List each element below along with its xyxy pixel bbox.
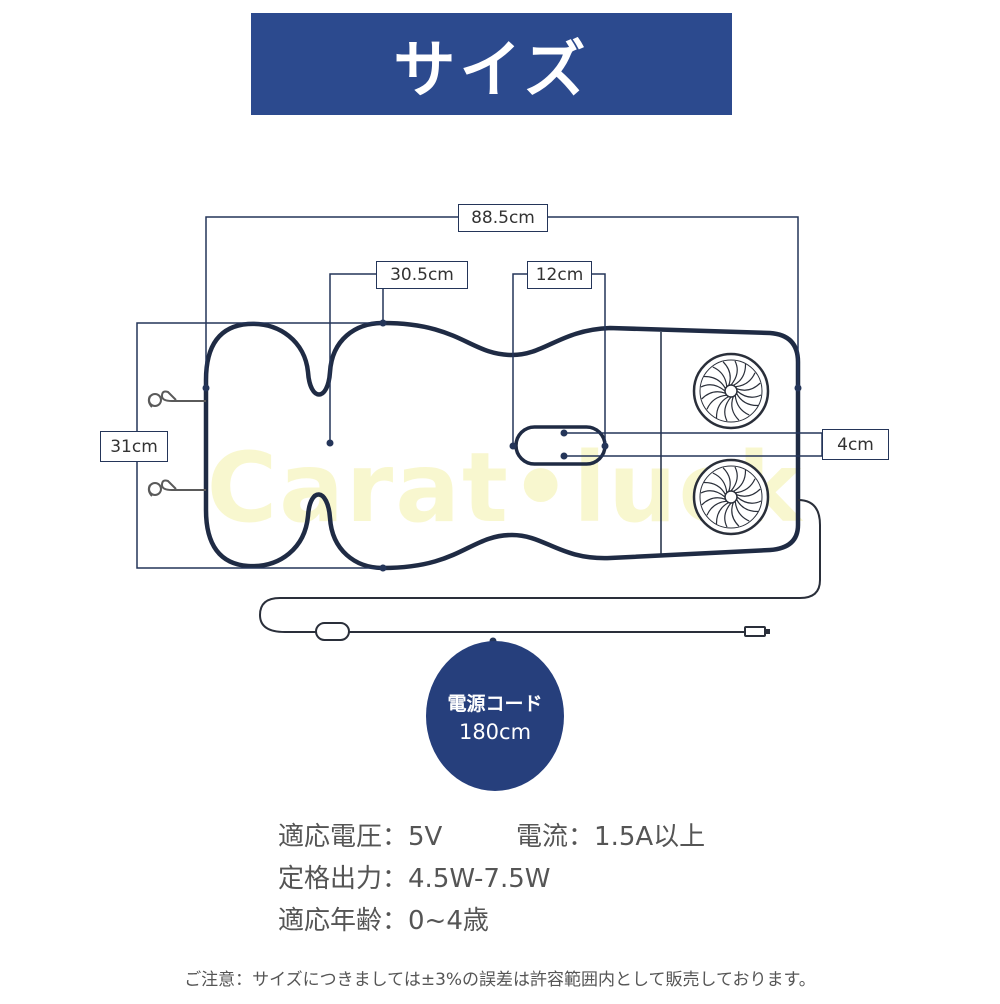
page-title: サイズ [393, 33, 590, 106]
strap-hook-top [147, 390, 206, 408]
title-banner: サイズ [251, 13, 732, 115]
spec-row-power: 定格出力：4.5W-7.5W [278, 858, 551, 894]
dim-line-width [136, 322, 383, 569]
power-cord-badge: 電源コード 180cm [426, 641, 564, 791]
spec-current-label: 電流： [516, 822, 595, 852]
spec-row-age: 適応年齢：0~4歳 [278, 900, 489, 936]
dim-label-back-width: 30.5cm [376, 261, 468, 289]
fan-icon-bottom [692, 458, 770, 536]
cord-length: 180cm [458, 719, 532, 744]
dim-label-total-length: 88.5cm [458, 204, 548, 232]
seat-outline [203, 320, 801, 571]
dim-label-width: 31cm [100, 431, 168, 462]
spec-voltage-label: 適応電圧： [278, 822, 409, 852]
spec-age-value: 0~4歳 [408, 906, 489, 936]
spec-power-value: 4.5W-7.5W [408, 864, 551, 894]
fan-icon-top [692, 352, 770, 430]
power-cord [258, 499, 821, 633]
dim-label-hole-height: 4cm [822, 429, 889, 460]
dim-line-hole-width [512, 273, 606, 446]
cord-label: 電源コード [447, 692, 543, 715]
spec-voltage-value: 5V [408, 822, 443, 852]
strap-hook-bottom [147, 479, 206, 497]
cord-switch [315, 622, 350, 641]
usb-plug [744, 626, 766, 637]
spec-row-voltage-current: 適応電圧：5V 電流：1.5A以上 [278, 816, 706, 852]
spec-power-label: 定格出力： [278, 864, 409, 894]
dim-line-back-width [329, 273, 384, 443]
spec-current-value: 1.5A以上 [594, 822, 706, 852]
spec-age-label: 適応年齢： [278, 906, 409, 936]
dim-label-hole-width: 12cm [527, 261, 592, 289]
tolerance-note: ご注意：サイズにつきましては±3%の誤差は許容範囲内として販売しております。 [184, 970, 816, 990]
